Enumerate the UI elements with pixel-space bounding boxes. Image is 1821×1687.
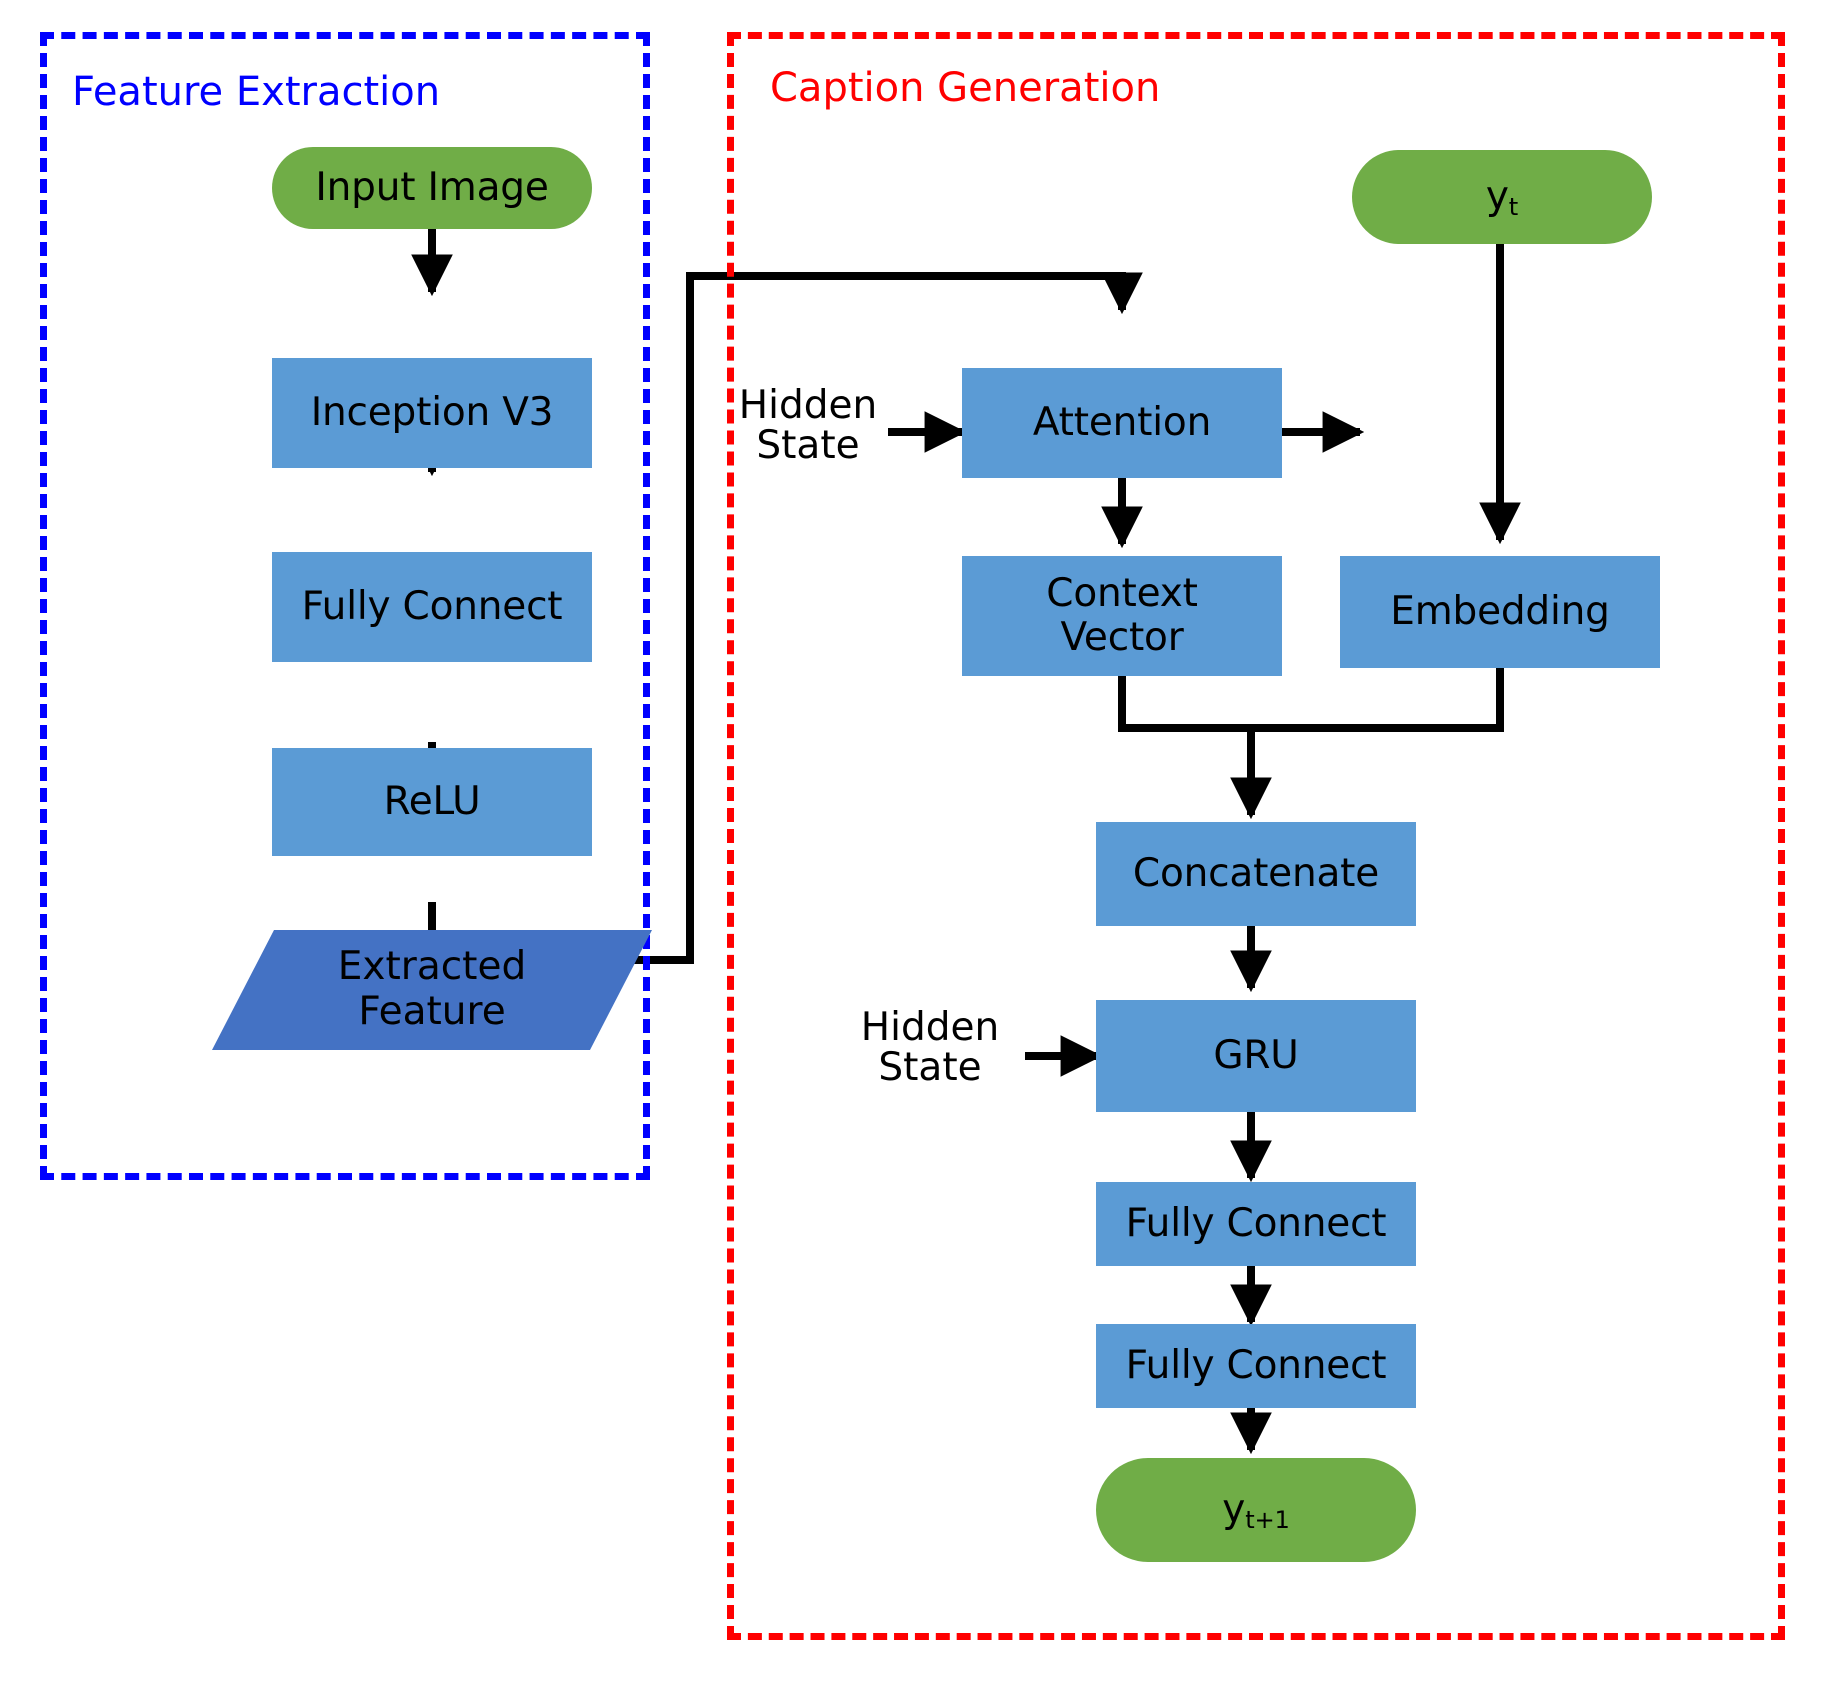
node-label-y-t: yt bbox=[1485, 174, 1519, 221]
node-y-t-plus-1[interactable]: yt+1 bbox=[1096, 1458, 1416, 1562]
node-sub-y-t-plus-1: t+1 bbox=[1245, 1505, 1290, 1534]
group-label-feature-extraction: Feature Extraction bbox=[72, 69, 441, 115]
node-fully-connect-2[interactable]: Fully Connect bbox=[1096, 1182, 1416, 1266]
node-embedding[interactable]: Embedding bbox=[1340, 556, 1660, 668]
node-label-fully-connect-2: Fully Connect bbox=[1125, 1201, 1387, 1247]
node-context-vector[interactable]: Context Vector bbox=[962, 556, 1282, 676]
label-hidden-state-attention: Hidden State bbox=[738, 383, 878, 468]
node-label-relu: ReLU bbox=[383, 779, 481, 825]
parallelogram-shape bbox=[212, 930, 652, 1050]
node-fully-connect-3[interactable]: Fully Connect bbox=[1096, 1324, 1416, 1408]
node-label-gru: GRU bbox=[1213, 1033, 1299, 1079]
node-label-fully-connect-1: Fully Connect bbox=[301, 584, 563, 630]
node-fully-connect-1[interactable]: Fully Connect bbox=[272, 552, 592, 662]
node-label-attention: Attention bbox=[1032, 400, 1212, 446]
node-label-embedding: Embedding bbox=[1390, 589, 1610, 635]
node-gru[interactable]: GRU bbox=[1096, 1000, 1416, 1112]
node-label-extracted-feature: Extracted Feature bbox=[337, 944, 527, 1034]
node-relu[interactable]: ReLU bbox=[272, 748, 592, 856]
group-label-caption-generation: Caption Generation bbox=[770, 65, 1161, 111]
node-sub-y-t: t bbox=[1508, 192, 1519, 221]
node-label-input-image: Input Image bbox=[315, 165, 549, 211]
node-label-concatenate: Concatenate bbox=[1132, 851, 1380, 897]
node-label-inception-v3: Inception V3 bbox=[310, 390, 554, 436]
node-attention[interactable]: Attention bbox=[962, 368, 1282, 478]
group-feature-extraction bbox=[40, 32, 650, 1180]
group-caption-generation bbox=[727, 32, 1785, 1640]
node-label-fully-connect-3: Fully Connect bbox=[1125, 1343, 1387, 1389]
node-label-context-vector: Context Vector bbox=[1046, 571, 1198, 660]
node-inception-v3[interactable]: Inception V3 bbox=[272, 358, 592, 468]
node-concatenate[interactable]: Concatenate bbox=[1096, 822, 1416, 926]
node-label-y-t-plus-1: yt+1 bbox=[1222, 1487, 1290, 1534]
node-input-image[interactable]: Input Image bbox=[272, 147, 592, 229]
node-extracted-feature[interactable]: Extracted Feature bbox=[212, 930, 652, 1050]
node-y-t[interactable]: yt bbox=[1352, 150, 1652, 244]
label-hidden-state-gru: Hidden State bbox=[860, 1005, 1000, 1090]
